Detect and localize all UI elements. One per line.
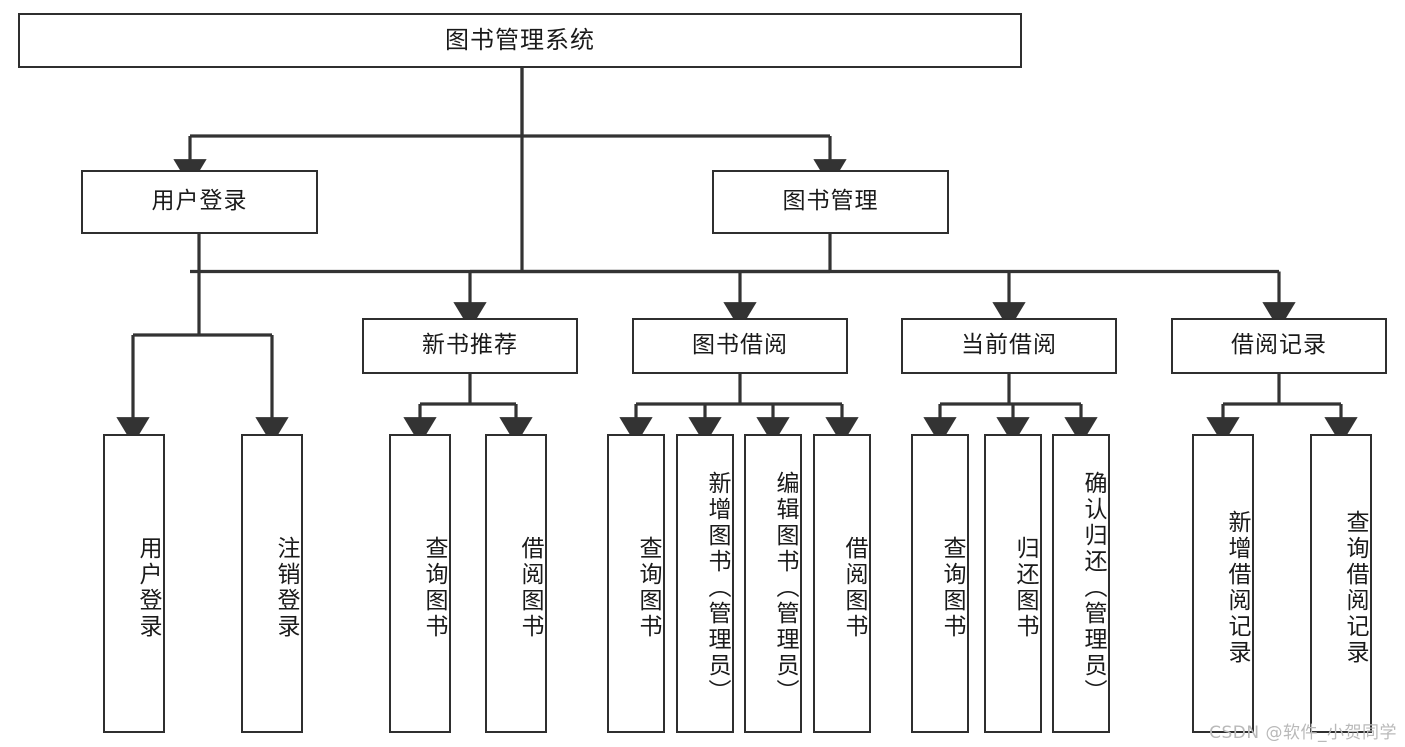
node-current-borrow[interactable]: 当前借阅: [901, 318, 1117, 374]
node-leaf-return-book[interactable]: 归还图书: [984, 434, 1042, 733]
node-user-login[interactable]: 用户登录: [81, 170, 318, 234]
node-book-management[interactable]: 图书管理: [712, 170, 949, 234]
node-root[interactable]: 图书管理系统: [18, 13, 1022, 68]
node-leaf-borrow-book[interactable]: 借阅图书: [813, 434, 871, 733]
node-leaf-query-book-borrow[interactable]: 查询图书: [607, 434, 665, 733]
node-leaf-confirm-return-admin[interactable]: 确认归还（管理员）: [1052, 434, 1110, 733]
node-leaf-user-logout[interactable]: 注销登录: [241, 434, 303, 733]
node-leaf-add-book-admin[interactable]: 新增图书（管理员）: [676, 434, 734, 733]
node-leaf-user-login[interactable]: 用户登录: [103, 434, 165, 733]
node-borrow-record[interactable]: 借阅记录: [1171, 318, 1387, 374]
node-leaf-query-borrow-record[interactable]: 查询借阅记录: [1310, 434, 1372, 733]
csdn-watermark: CSDN @软件_小贺同学: [1209, 723, 1397, 743]
node-leaf-query-book-recommend[interactable]: 查询图书: [389, 434, 451, 733]
node-leaf-edit-book-admin[interactable]: 编辑图书（管理员）: [744, 434, 802, 733]
node-leaf-query-book-current[interactable]: 查询图书: [911, 434, 969, 733]
node-book-borrow[interactable]: 图书借阅: [632, 318, 848, 374]
node-leaf-borrow-book-recommend[interactable]: 借阅图书: [485, 434, 547, 733]
node-leaf-add-borrow-record[interactable]: 新增借阅记录: [1192, 434, 1254, 733]
node-new-book-recommend[interactable]: 新书推荐: [362, 318, 578, 374]
